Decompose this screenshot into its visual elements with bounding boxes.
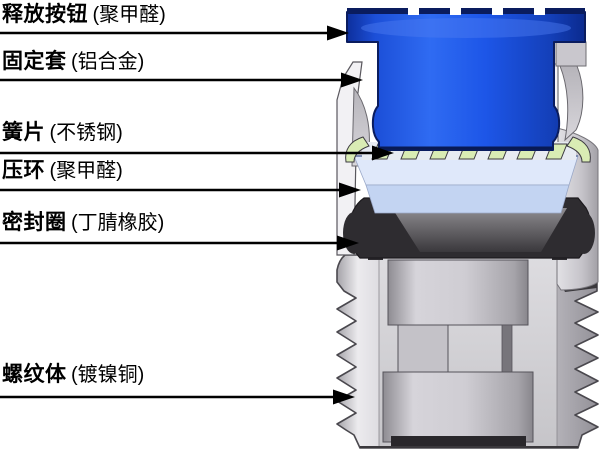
- sleeve-top-right-block: [555, 41, 587, 67]
- label-spring-collet: 簧片 (不锈钢): [2, 121, 123, 145]
- seal-left-bulge: [343, 212, 365, 254]
- part-material: (铝合金): [70, 51, 145, 73]
- part-material: (丁腈橡胶): [70, 212, 165, 234]
- arrowhead-release-button: [327, 25, 349, 41]
- inner-column: [397, 324, 449, 373]
- pressure-ring-lower: [365, 184, 570, 214]
- seal-right-bulge: [573, 212, 595, 254]
- pressure-ring-upper: [353, 155, 579, 186]
- collet-left-arm: [345, 136, 370, 163]
- part-name: 压环: [2, 159, 45, 182]
- inner-dark-bottom-band: [391, 436, 526, 446]
- label-threaded-body: 螺纹体 (镀镍铜): [2, 363, 144, 387]
- inner-stop-cylinder-lower: [382, 371, 534, 443]
- arrowhead-spring-collet: [372, 145, 394, 161]
- part-material: (不锈钢): [49, 122, 123, 144]
- release-button-top-notch: [492, 7, 503, 15]
- arrowhead-fixing-sleeve: [341, 72, 363, 88]
- collet-right-arm: [566, 136, 591, 163]
- release-button-body: [346, 11, 586, 151]
- label-fixing-sleeve: 固定套 (铝合金): [2, 50, 144, 74]
- part-name: 螺纹体: [2, 363, 67, 386]
- leader-lines: [0, 31, 375, 399]
- leader-arrowheads: [327, 25, 394, 405]
- part-material: (聚甲醛): [92, 4, 166, 26]
- part-material: (聚甲醛): [49, 160, 123, 182]
- part-material: (镀镍铜): [70, 364, 145, 386]
- inner-column-far-edge: [501, 324, 513, 373]
- part-name: 簧片: [2, 121, 45, 144]
- sleeve-right-claw: [559, 65, 584, 142]
- arrowhead-threaded-body: [333, 389, 355, 405]
- part-name: 固定套: [2, 50, 67, 73]
- release-button-top-rim: [347, 8, 585, 14]
- release-button-top-notch: [450, 7, 461, 15]
- part-name: 密封圈: [2, 211, 67, 234]
- label-release-button: 释放按钮 (聚甲醛): [2, 3, 166, 27]
- pressure-ring-shape: [353, 155, 579, 214]
- arrowhead-pressure-ring: [339, 182, 361, 198]
- threaded-body-shape: [336, 254, 599, 449]
- seal-inner-cone: [392, 208, 567, 252]
- label-seal-ring: 密封圈 (丁腈橡胶): [2, 211, 164, 235]
- part-name: 释放按钮: [2, 3, 88, 26]
- arrowhead-seal-ring: [337, 235, 359, 251]
- release-button-shape: [346, 7, 586, 151]
- inner-stop-cylinder-upper: [387, 259, 529, 326]
- label-pressure-ring: 压环 (聚甲醛): [2, 159, 123, 183]
- release-button-top-notch: [534, 7, 545, 15]
- release-button-top-sheen: [361, 18, 571, 38]
- release-button-top-notch: [408, 7, 419, 15]
